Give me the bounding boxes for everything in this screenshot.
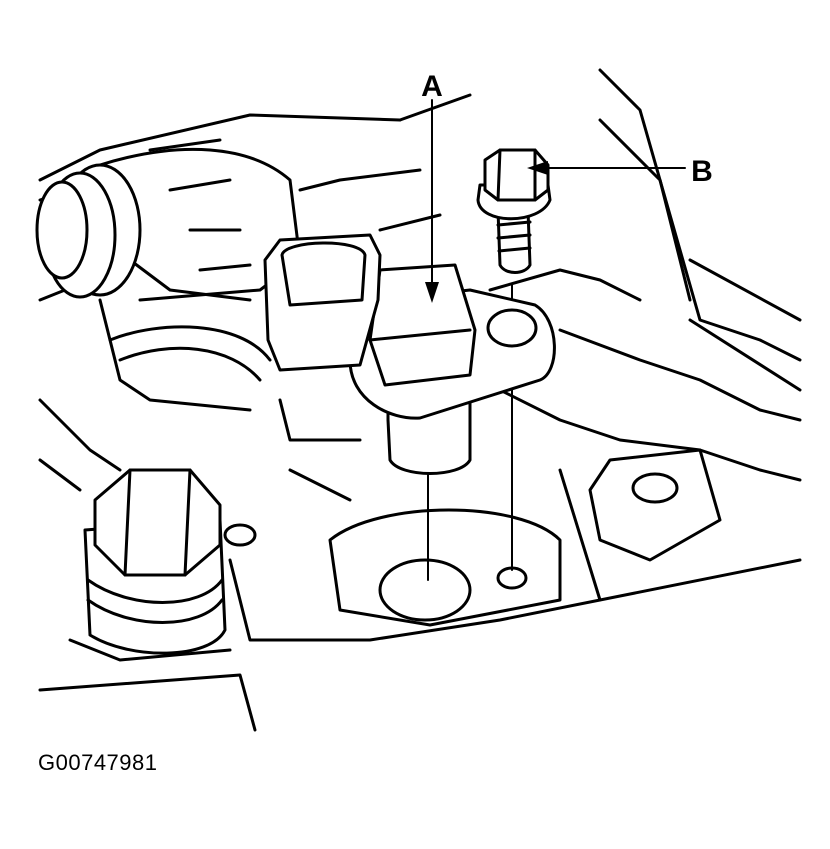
- mounting-holes: [378, 472, 679, 622]
- camshaft-position-sensor: [263, 233, 556, 475]
- figure-id: G00747981: [38, 750, 158, 775]
- camshaft: [35, 138, 302, 302]
- callout-b-label: B: [691, 155, 713, 188]
- mounting-bolt: [476, 148, 552, 274]
- callout-a-label: A: [421, 70, 443, 103]
- hex-plug: [83, 468, 257, 655]
- engine-block-outline: [38, 68, 802, 732]
- sensor-bore: [378, 558, 472, 622]
- callout-arrow-b: [527, 161, 686, 175]
- callout-arrow-a: [425, 99, 439, 303]
